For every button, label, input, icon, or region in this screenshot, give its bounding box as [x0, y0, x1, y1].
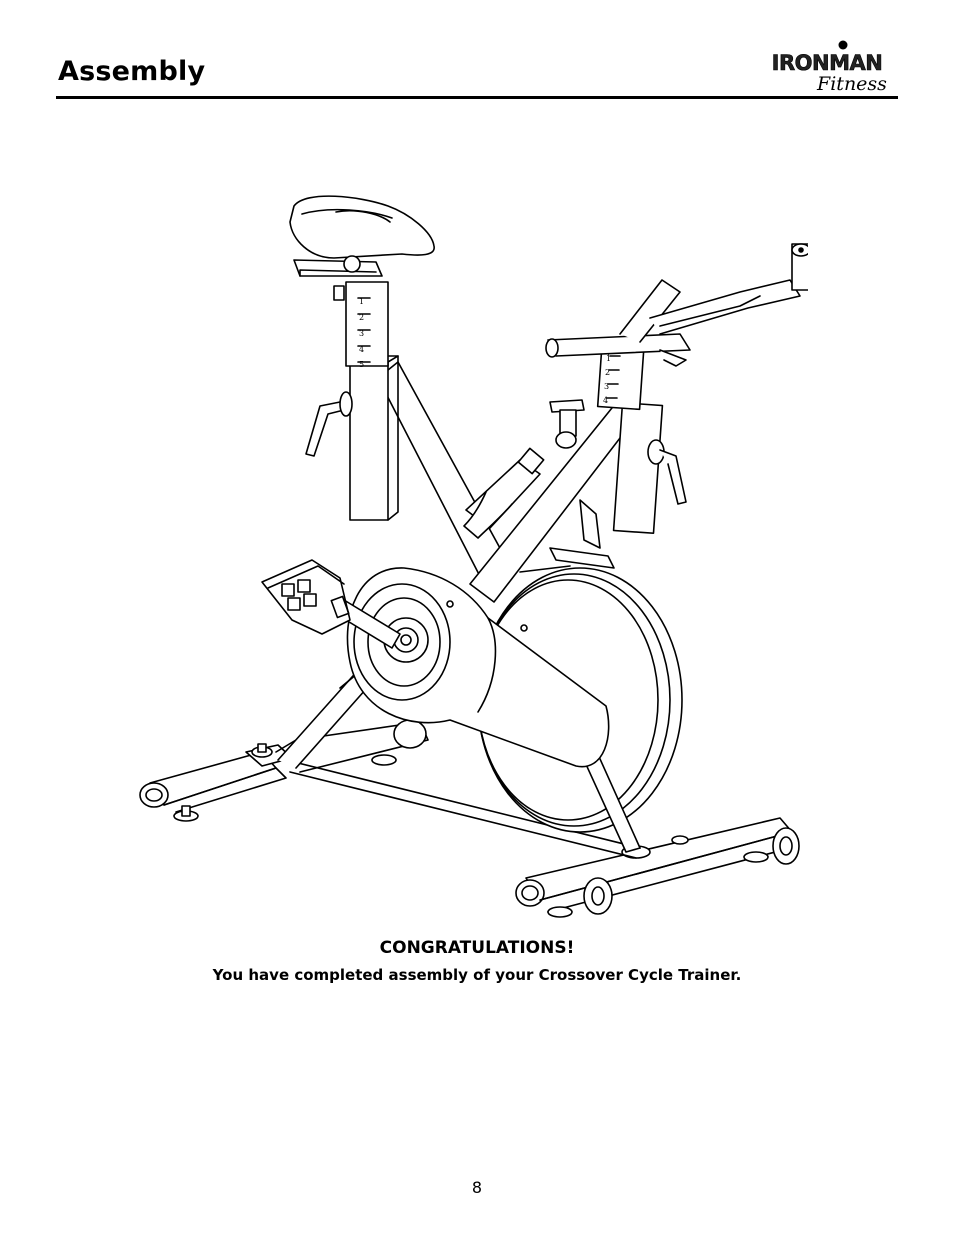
handlebar-assembly: [545, 243, 808, 535]
handlebar-scale-3: 3: [604, 382, 609, 391]
seat-scale-1: 1: [359, 297, 364, 306]
seat-scale-4: 4: [359, 345, 364, 354]
logo-head-icon: [838, 40, 848, 50]
page-number: 8: [471, 1178, 483, 1197]
main-frame: [277, 361, 641, 853]
header-divider: [56, 96, 898, 99]
brake-lever: [519, 547, 615, 573]
logo-brand-text: IRONMAN: [772, 51, 883, 75]
completion-message: You have completed assembly of your Cros…: [212, 966, 742, 984]
seat-scale-5: 5: [359, 360, 364, 369]
rear-stabilizer: [139, 743, 397, 822]
seat-assembly: [289, 195, 435, 521]
logo-sub-text: Fitness: [816, 73, 887, 95]
congratulations-heading: CONGRATULATIONS!: [379, 938, 575, 958]
handlebar-scale-1: 1: [606, 354, 611, 363]
page-title: Assembly: [58, 56, 206, 87]
handlebar-scale-2: 2: [605, 368, 610, 377]
base-frame: [275, 719, 641, 859]
front-stabilizer: [515, 817, 800, 918]
handlebar-scale-4: 4: [603, 396, 608, 405]
seat-scale-3: 3: [359, 329, 364, 338]
water-bottle: [463, 447, 545, 539]
cycle-trainer-illustration: 1 2 3 4 5 1 2 3 4: [139, 195, 808, 918]
ironman-fitness-logo: IRONMAN Fitness: [771, 40, 887, 95]
pedal-crank: [261, 559, 401, 649]
seat-scale-2: 2: [359, 313, 364, 322]
